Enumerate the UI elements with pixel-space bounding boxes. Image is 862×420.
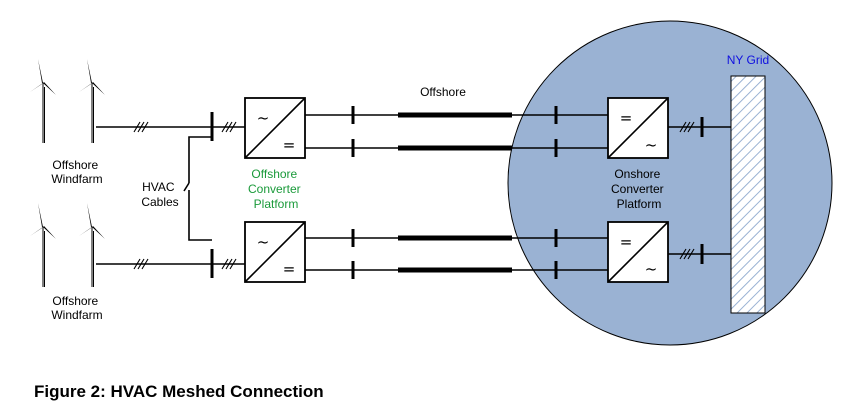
onshore-platform-label: Onshore Converter Platform	[611, 167, 667, 211]
three-phase-mark	[133, 121, 149, 133]
ny-grid-label: NY Grid	[727, 53, 769, 67]
ac-symbol: ~	[257, 109, 270, 127]
offshore-platform-label: Offshore Converter Platform	[248, 167, 304, 211]
ac-symbol: ~	[645, 260, 658, 278]
onshore-converter-top	[607, 97, 669, 159]
onshore-converter-bottom	[607, 221, 669, 283]
hvac-cables-label: HVAC Cables	[141, 180, 178, 209]
wind-turbine-icon	[29, 58, 57, 144]
figure-caption: Figure 2: HVAC Meshed Connection	[34, 382, 324, 401]
three-phase-mark	[221, 121, 237, 133]
dc-symbol: =	[620, 109, 633, 127]
three-phase-mark	[221, 258, 237, 270]
hvac-cable-switch	[183, 182, 190, 192]
ac-symbol: ~	[257, 233, 270, 251]
three-phase-mark	[679, 248, 695, 260]
ac-symbol: ~	[645, 136, 658, 154]
offshore-cable-label: Offshore	[420, 85, 466, 99]
ny-grid-bus	[730, 75, 766, 314]
wind-turbine-icon	[78, 58, 106, 144]
onshore-region	[507, 20, 833, 346]
offshore-converter-top	[244, 97, 306, 159]
hvac-interconnect-cable	[188, 136, 212, 183]
wind-turbine-icon	[78, 202, 106, 288]
dc-breakers	[351, 106, 558, 279]
windfarm-top-label: Offshore Windfarm	[51, 158, 102, 186]
wind-turbine-icon	[29, 202, 57, 288]
offshore-converter-bottom	[244, 221, 306, 283]
windfarm-bottom-label: Offshore Windfarm	[51, 294, 102, 322]
dc-symbol: =	[283, 260, 296, 278]
hvac-interconnect-cable	[188, 190, 212, 241]
three-phase-mark	[679, 121, 695, 133]
dc-symbol: =	[283, 136, 296, 154]
dc-symbol: =	[620, 233, 633, 251]
three-phase-mark	[133, 258, 149, 270]
